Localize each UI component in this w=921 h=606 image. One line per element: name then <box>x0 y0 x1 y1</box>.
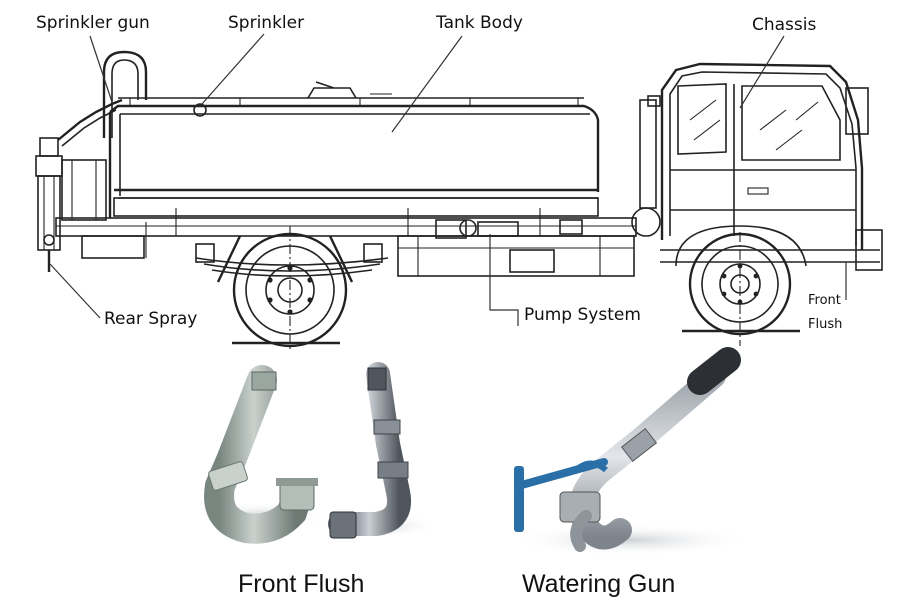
sprinkler-gun-assembly <box>35 50 148 272</box>
label-rear-spray: Rear Spray <box>104 309 197 329</box>
front-flush-nozzle-light <box>196 365 328 544</box>
water-truck-drawing <box>35 50 883 350</box>
label-chassis: Chassis <box>752 15 816 35</box>
label-pump-system: Pump System <box>524 305 641 325</box>
label-front-flush-line2: Flush <box>808 317 842 332</box>
label-tank-body: Tank Body <box>435 13 523 33</box>
rear-leaf-spring <box>195 235 389 283</box>
label-sprinkler: Sprinkler <box>228 13 304 33</box>
watering-gun <box>510 347 750 556</box>
caption-watering-gun: Watering Gun <box>522 570 675 598</box>
cab <box>631 62 883 271</box>
front-wheel <box>675 225 807 336</box>
label-front-flush-line1: Front <box>808 293 841 308</box>
label-sprinkler-gun: Sprinkler gun <box>36 13 150 33</box>
chassis-frame <box>55 208 637 259</box>
pump-system <box>397 219 635 277</box>
leader-lines <box>49 33 847 326</box>
tank-body <box>108 81 600 218</box>
caption-front-flush: Front Flush <box>238 570 364 598</box>
front-flush-nozzle-dark <box>318 362 438 539</box>
